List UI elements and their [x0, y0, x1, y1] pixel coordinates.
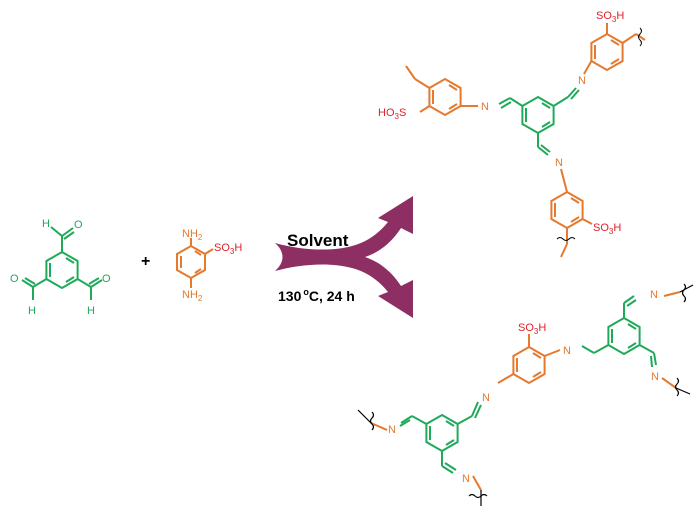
amine-top-label: NH2	[182, 228, 203, 242]
plus-sign: +	[141, 253, 150, 270]
aldehyde-h-left: H	[28, 305, 36, 317]
product-bottom-imine-n-2: N	[482, 392, 490, 404]
diamine-molecule	[176, 238, 214, 288]
split-reaction-arrow	[275, 196, 413, 318]
cho-bond-right	[77, 278, 92, 288]
arrow-body	[275, 196, 413, 318]
product-top-so3h-upper: SO3H	[596, 10, 624, 24]
trialdehyde-ring	[45, 250, 79, 290]
amine-bottom-label: NH2	[182, 289, 203, 303]
product-bottom: SO3H N N N N N N	[357, 283, 694, 506]
product-top-core-ring	[521, 95, 555, 135]
product-top: N N N SO3H HO3S SO3H	[378, 10, 646, 258]
product-top-ho3s-left: HO3S	[378, 107, 406, 121]
product-bottom-imine-n-1: N	[563, 345, 571, 357]
aldehyde-h-right: H	[87, 305, 95, 317]
product-top-imine-n-right: N	[578, 75, 586, 87]
product-bottom-imine-n-3: N	[650, 289, 658, 301]
product-bottom-so3h: SO3H	[518, 322, 546, 336]
aldehyde-o-left: O	[10, 273, 19, 285]
product-bottom-imine-n-6: N	[462, 473, 470, 485]
aldehyde-h-top: H	[42, 218, 50, 230]
product-bottom-imine-n-4: N	[651, 371, 659, 383]
product-top-so3h-bottom: SO3H	[593, 222, 621, 236]
aldehyde-o-top: O	[74, 219, 83, 231]
cho-bond-left	[32, 278, 47, 288]
product-top-imine-n-bottom: N	[555, 157, 563, 169]
trialdehyde-molecule	[21, 226, 103, 300]
sulfonic-acid-label: SO3H	[214, 242, 242, 256]
solvent-label: Solvent	[287, 231, 349, 250]
product-top-imine-n-left: N	[481, 101, 489, 113]
product-bottom-imine-n-5: N	[388, 424, 396, 436]
aldehyde-o-right: O	[102, 273, 111, 285]
